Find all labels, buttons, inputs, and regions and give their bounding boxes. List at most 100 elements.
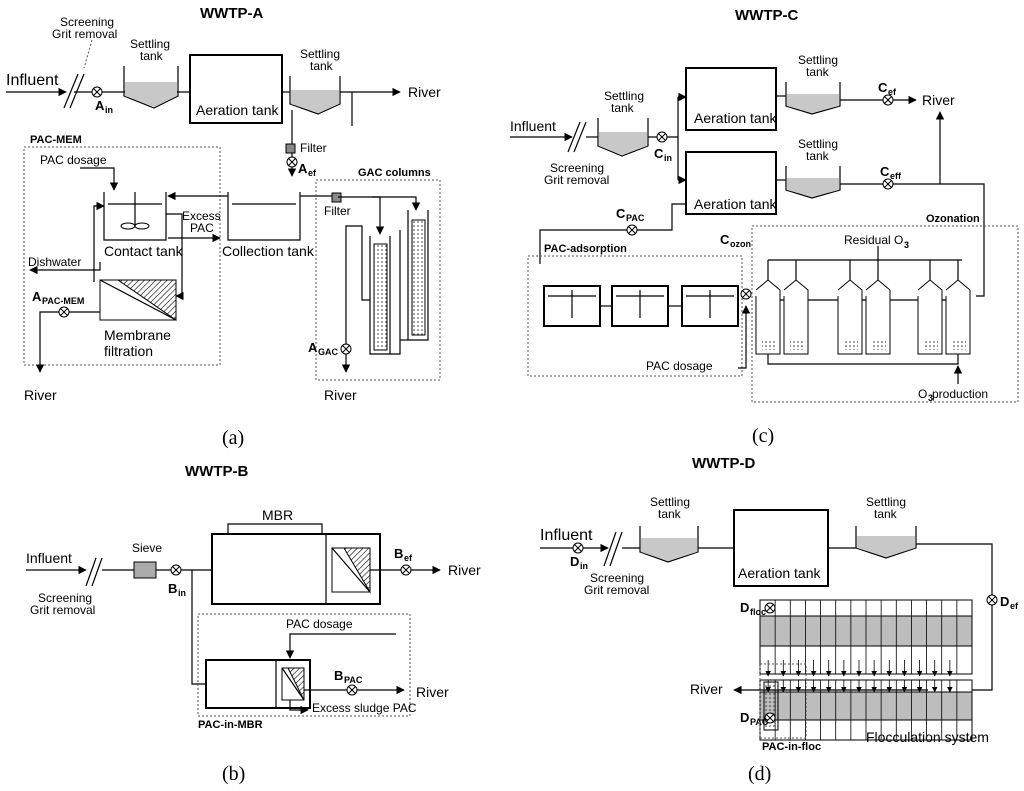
pac-mem-label: PAC-MEM [30, 134, 82, 146]
svg-text:filtration: filtration [104, 343, 153, 359]
influent-label-d: Influent [540, 527, 593, 544]
svg-text:C: C [878, 80, 888, 95]
sampling-point-bef-icon [400, 564, 412, 576]
grit-removal-label: Grit removal [52, 27, 117, 41]
sampling-point-cozon-icon [740, 288, 752, 300]
svg-text:tank: tank [806, 65, 830, 79]
sampling-point-bin-icon [170, 564, 182, 576]
svg-text:Settling: Settling [604, 89, 644, 103]
sp-agac-label: A [308, 340, 318, 355]
dishwater-label: Dishwater [28, 255, 81, 269]
svg-text:Grit removal: Grit removal [544, 173, 609, 187]
sampling-point-bpac-icon [346, 684, 358, 696]
river-label-a1: River [408, 84, 441, 100]
settling-tank-c3 [785, 166, 841, 199]
aeration-tank-c2 [685, 151, 777, 215]
flocculation-upper-row [759, 599, 973, 677]
svg-text:B: B [168, 581, 177, 596]
svg-text:tank: tank [658, 507, 682, 521]
svg-text:C: C [880, 164, 890, 179]
svg-text:B: B [394, 546, 403, 561]
influent-label-b: Influent [26, 550, 72, 566]
panel-b-title: WWTP-B [185, 463, 248, 480]
influent-label: Influent [6, 72, 59, 89]
river-label-a2: River [24, 387, 57, 403]
flocculation-lower-row [759, 679, 973, 741]
svg-text:Aeration tank: Aeration tank [694, 110, 777, 126]
sp-apac-label: A [32, 289, 42, 304]
pac-mem-box [23, 146, 221, 366]
svg-text:Aeration tank: Aeration tank [738, 565, 821, 581]
gac-columns-label: GAC columns [358, 167, 431, 179]
svg-text:Flocculation system: Flocculation system [866, 729, 989, 745]
svg-text:PAC-in-floc: PAC-in-floc [762, 741, 821, 753]
svg-text:O: O [918, 387, 927, 401]
river-label-b1: River [448, 562, 481, 578]
svg-text:D: D [570, 554, 579, 569]
svg-text:3: 3 [904, 240, 909, 250]
ozone-column-2 [783, 279, 809, 355]
svg-text:Screening: Screening [590, 571, 644, 585]
svg-text:Residual O: Residual O [844, 233, 903, 247]
svg-text:Screening: Screening [38, 591, 92, 605]
svg-text:tank: tank [806, 149, 830, 163]
panel-a-caption: (a) [222, 427, 244, 449]
svg-text:Ozonation: Ozonation [926, 213, 980, 225]
svg-text:Collection tank: Collection tank [222, 243, 315, 259]
svg-text:ef: ef [308, 168, 317, 178]
aeration-tank-a [189, 54, 283, 124]
sp-aef-label: A [298, 161, 308, 176]
svg-text:floc: floc [750, 607, 766, 617]
gac-columns-box [315, 179, 441, 381]
settling-tank-d1 [639, 526, 699, 563]
svg-text:PAC: PAC [750, 717, 769, 727]
svg-text:D: D [740, 710, 749, 725]
sampling-point-agac-icon [340, 343, 352, 355]
svg-text:tank: tank [874, 507, 898, 521]
svg-text:ef: ef [1010, 601, 1019, 611]
gac-column-1 [369, 236, 391, 355]
svg-text:production: production [932, 387, 988, 401]
svg-text:Sieve: Sieve [132, 541, 162, 555]
svg-text:Aeration tank: Aeration tank [196, 102, 279, 118]
svg-text:C: C [720, 232, 730, 247]
sampling-point-aef-icon [286, 156, 298, 168]
svg-text:PAC dosage: PAC dosage [286, 617, 353, 631]
svg-text:Settling: Settling [798, 53, 838, 67]
settling-tank-2-label: Settling [300, 47, 340, 61]
river-label-b2: River [416, 684, 449, 700]
panel-d-title: WWTP-D [692, 455, 755, 472]
svg-text:Settling: Settling [798, 137, 838, 151]
svg-text:in: in [105, 105, 113, 115]
settling-tank-1-label: Settling [130, 37, 170, 51]
river-label-d: River [690, 681, 723, 697]
svg-text:C: C [654, 146, 664, 161]
svg-text:in: in [580, 561, 588, 571]
ozone-column-5 [917, 279, 943, 355]
pac-adsorption-box [527, 255, 743, 377]
svg-text:Settling: Settling [650, 495, 690, 509]
panel-c: WWTP-C Influent Screening Grit removal S… [510, 7, 1019, 447]
svg-text:ef: ef [888, 87, 897, 97]
river-label-a3: River [324, 387, 357, 403]
ozone-column-3 [837, 279, 863, 355]
panel-b-caption: (b) [222, 763, 245, 785]
svg-text:eff: eff [890, 171, 902, 181]
sampling-point-def-icon [986, 594, 998, 606]
panel-b: WWTP-B Influent Screening Grit removal S… [26, 463, 481, 785]
svg-text:3: 3 [928, 393, 933, 403]
sampling-point-cpac-icon [626, 224, 638, 236]
panel-d-caption: (d) [748, 763, 771, 785]
svg-text:Aeration tank: Aeration tank [694, 196, 777, 212]
ozone-column-4 [865, 279, 891, 355]
svg-text:Grit removal: Grit removal [584, 583, 649, 597]
svg-text:MBR: MBR [262, 507, 293, 523]
contact-tank [103, 192, 167, 241]
svg-text:GAC: GAC [318, 347, 339, 357]
sampling-point-dfloc-icon [764, 602, 776, 614]
svg-text:Filter: Filter [324, 204, 351, 218]
svg-text:PAC-adsorption: PAC-adsorption [544, 243, 627, 255]
river-label-c: River [922, 92, 955, 108]
svg-text:in: in [664, 153, 672, 163]
